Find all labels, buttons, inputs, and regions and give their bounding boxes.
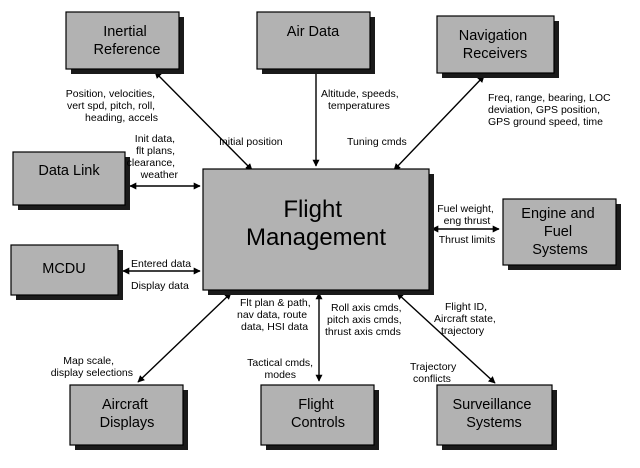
controls-input-label: Roll axis cmds, pitch axis cmds, thrust … <box>325 302 405 338</box>
surveillance-input-label: Flight ID, Aircraft state, trajectory <box>434 301 499 337</box>
inertial-reference-line: Reference <box>94 42 161 58</box>
mcdu-input-label: Entered data <box>131 258 191 270</box>
svg-text:Engine and Fuel: Engine and Fuel Systems <box>521 206 598 258</box>
surveillance-systems-line: Systems <box>466 415 522 431</box>
engine-fuel-systems-line: Fuel <box>544 224 572 240</box>
svg-text:Flight Controls: Flight Controls <box>291 397 345 431</box>
surveillance-output-label: Trajectory conflicts <box>410 361 459 385</box>
displays-output-label: Map scale, display selections <box>51 355 133 379</box>
navigation-output-label: Freq, range, bearing, LOC deviation, GPS… <box>488 92 614 128</box>
svg-text:MCDU: MCDU <box>42 261 86 277</box>
data-link-block: Data Link <box>12 151 130 210</box>
svg-text:Flight Management: Flight Management <box>246 196 386 251</box>
engine-fuel-systems-line: Engine and <box>521 206 594 222</box>
surveillance-connector <box>396 292 496 384</box>
aircraft-displays-line: Aircraft <box>102 397 148 413</box>
svg-text:Air Data: Air Data <box>287 24 340 40</box>
flight-management-line: Flight <box>283 196 342 223</box>
aircraft-displays-line: Displays <box>100 415 155 431</box>
data-link-label: Init data, flt plans, clearance, weather <box>127 133 179 181</box>
navigation-receivers-line: Receivers <box>463 46 527 62</box>
displays-input-label: Flt plan & path, nav data, route data, H… <box>237 297 314 333</box>
inertial-input-label: Initial position <box>219 136 283 148</box>
engine-fuel-systems-line: Systems <box>532 242 588 258</box>
displays-connector <box>137 292 232 383</box>
engine-input-label: Fuel weight, eng thrust <box>437 203 497 227</box>
navigation-connector <box>393 75 485 171</box>
inertial-reference-block: Inertial Reference <box>65 11 184 74</box>
mcdu-line: MCDU <box>42 261 86 277</box>
aircraft-displays-block: Aircraft Displays <box>69 384 188 450</box>
navigation-receivers-line: Navigation <box>459 28 528 44</box>
surveillance-systems-line: Surveillance <box>452 397 531 413</box>
mcdu-block: MCDU <box>10 244 123 300</box>
engine-fuel-systems-block: Engine and Fuel Systems <box>502 198 621 270</box>
inertial-connector <box>154 71 253 171</box>
flight-controls-line: Controls <box>291 415 345 431</box>
air-data-label: Altitude, speeds, temperatures <box>321 88 402 112</box>
flight-controls-block: Flight Controls <box>260 384 379 450</box>
svg-text:Surveillance Systems: Surveillance Systems <box>452 397 535 431</box>
flight-management-block: Flight Management <box>202 168 434 295</box>
inertial-output-label: Position, velocities, vert spd, pitch, r… <box>66 88 158 124</box>
engine-output-label: Thrust limits <box>439 234 496 246</box>
air-data-block: Air Data <box>256 11 375 74</box>
navigation-input-label: Tuning cmds <box>347 136 407 148</box>
svg-text:Navigation Receivers: Navigation Receivers <box>459 28 532 62</box>
svg-text:Data Link: Data Link <box>38 163 100 179</box>
navigation-receivers-block: Navigation Receivers <box>436 15 559 78</box>
air-data-line: Air Data <box>287 24 340 40</box>
flight-management-line: Management <box>246 224 386 251</box>
svg-text:Aircraft Displays: Aircraft Displays <box>100 397 155 431</box>
data-link-line: Data Link <box>38 163 100 179</box>
mcdu-output-label: Display data <box>131 280 189 292</box>
flight-controls-line: Flight <box>298 397 333 413</box>
controls-output-label: Tactical cmds, modes <box>247 357 316 381</box>
svg-text:Inertial Reference: Inertial Reference <box>94 24 161 58</box>
inertial-reference-line: Inertial <box>103 24 147 40</box>
surveillance-systems-block: Surveillance Systems <box>436 384 557 450</box>
